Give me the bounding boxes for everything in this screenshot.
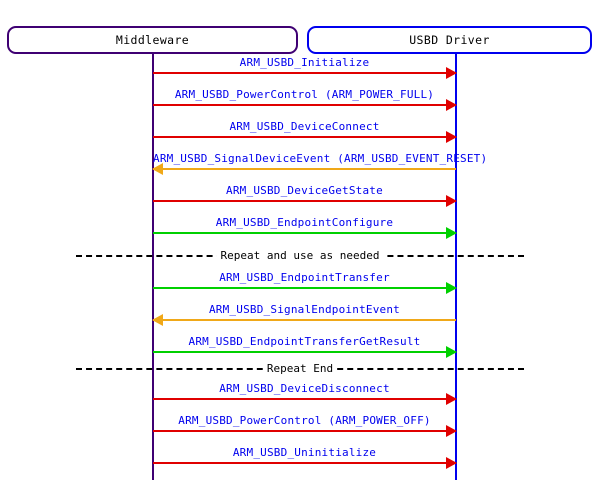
arrow-head-right-icon — [446, 131, 457, 143]
message-line — [153, 104, 456, 106]
participant-box-middleware[interactable]: Middleware — [7, 26, 298, 54]
message-line — [153, 319, 456, 321]
message-line — [153, 200, 456, 202]
arrow-head-right-icon — [446, 393, 457, 405]
arrow-head-right-icon — [446, 227, 457, 239]
arrow-head-left-icon — [152, 314, 163, 326]
separator-repeat-begin: Repeat and use as needed — [76, 249, 524, 263]
message-line — [153, 72, 456, 74]
message-label: ARM_USBD_DeviceDisconnect — [219, 382, 390, 395]
separator-repeat-end: Repeat End — [76, 362, 524, 376]
message-line — [153, 136, 456, 138]
message-label: ARM_USBD_Initialize — [239, 56, 370, 69]
participant-label-middleware: Middleware — [115, 33, 190, 47]
message-label: ARM_USBD_PowerControl (ARM_POWER_FULL) — [174, 88, 435, 101]
arrow-head-right-icon — [446, 457, 457, 469]
message-label: ARM_USBD_EndpointTransferGetResult — [188, 335, 421, 348]
lifeline-middleware — [152, 54, 154, 480]
message-line — [153, 168, 456, 170]
message-label: ARM_USBD_DeviceConnect — [229, 120, 380, 133]
arrow-head-left-icon — [152, 163, 163, 175]
message-label: ARM_USBD_SignalEndpointEvent — [208, 303, 401, 316]
message-line — [153, 351, 456, 353]
participant-box-usbd-driver[interactable]: USBD Driver — [307, 26, 592, 54]
arrow-head-right-icon — [446, 99, 457, 111]
message-label: ARM_USBD_PowerControl (ARM_POWER_OFF) — [178, 414, 431, 427]
message-line — [153, 287, 456, 289]
participant-label-usbd-driver: USBD Driver — [409, 33, 490, 47]
message-line — [153, 462, 456, 464]
lifeline-usbd-driver — [455, 54, 457, 480]
arrow-head-right-icon — [446, 67, 457, 79]
arrow-head-right-icon — [446, 425, 457, 437]
arrow-head-right-icon — [446, 346, 457, 358]
message-label: ARM_USBD_SignalDeviceEvent (ARM_USBD_EVE… — [153, 152, 488, 165]
message-label: ARM_USBD_EndpointTransfer — [219, 271, 390, 284]
message-label: ARM_USBD_EndpointConfigure — [215, 216, 394, 229]
message-label: ARM_USBD_Uninitialize — [232, 446, 377, 459]
arrow-head-right-icon — [446, 282, 457, 294]
separator-label: Repeat End — [262, 362, 338, 375]
message-line — [153, 398, 456, 400]
message-line — [153, 430, 456, 432]
message-label: ARM_USBD_DeviceGetState — [226, 184, 383, 197]
arrow-head-right-icon — [446, 195, 457, 207]
message-line — [153, 232, 456, 234]
separator-label: Repeat and use as needed — [216, 249, 384, 262]
